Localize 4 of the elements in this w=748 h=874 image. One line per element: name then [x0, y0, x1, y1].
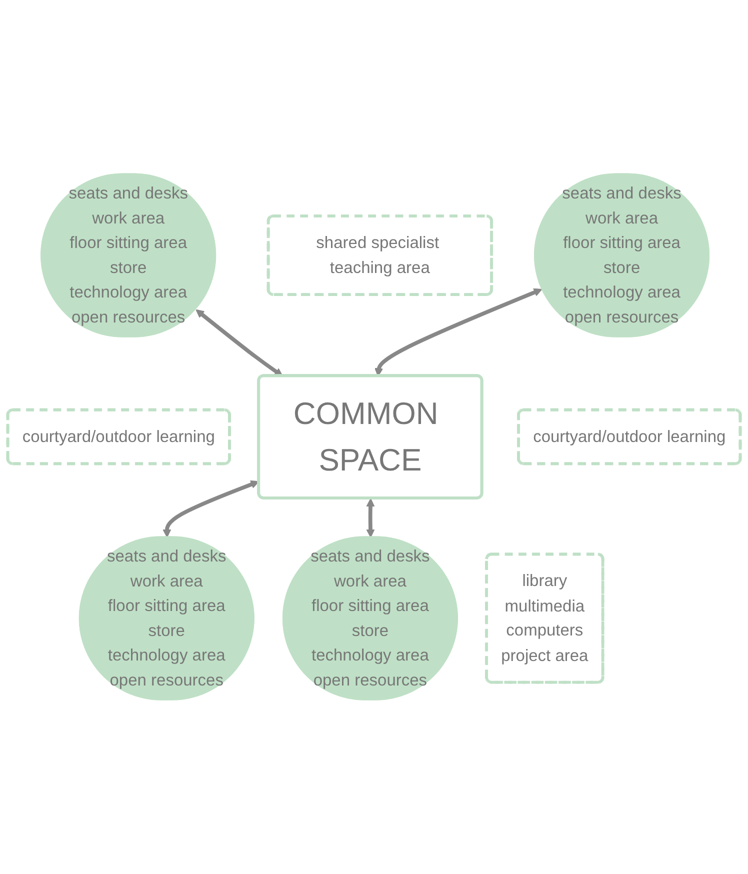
arrow [366, 498, 375, 538]
arrow [196, 310, 283, 377]
arrow [162, 480, 260, 538]
arrow [374, 288, 542, 377]
